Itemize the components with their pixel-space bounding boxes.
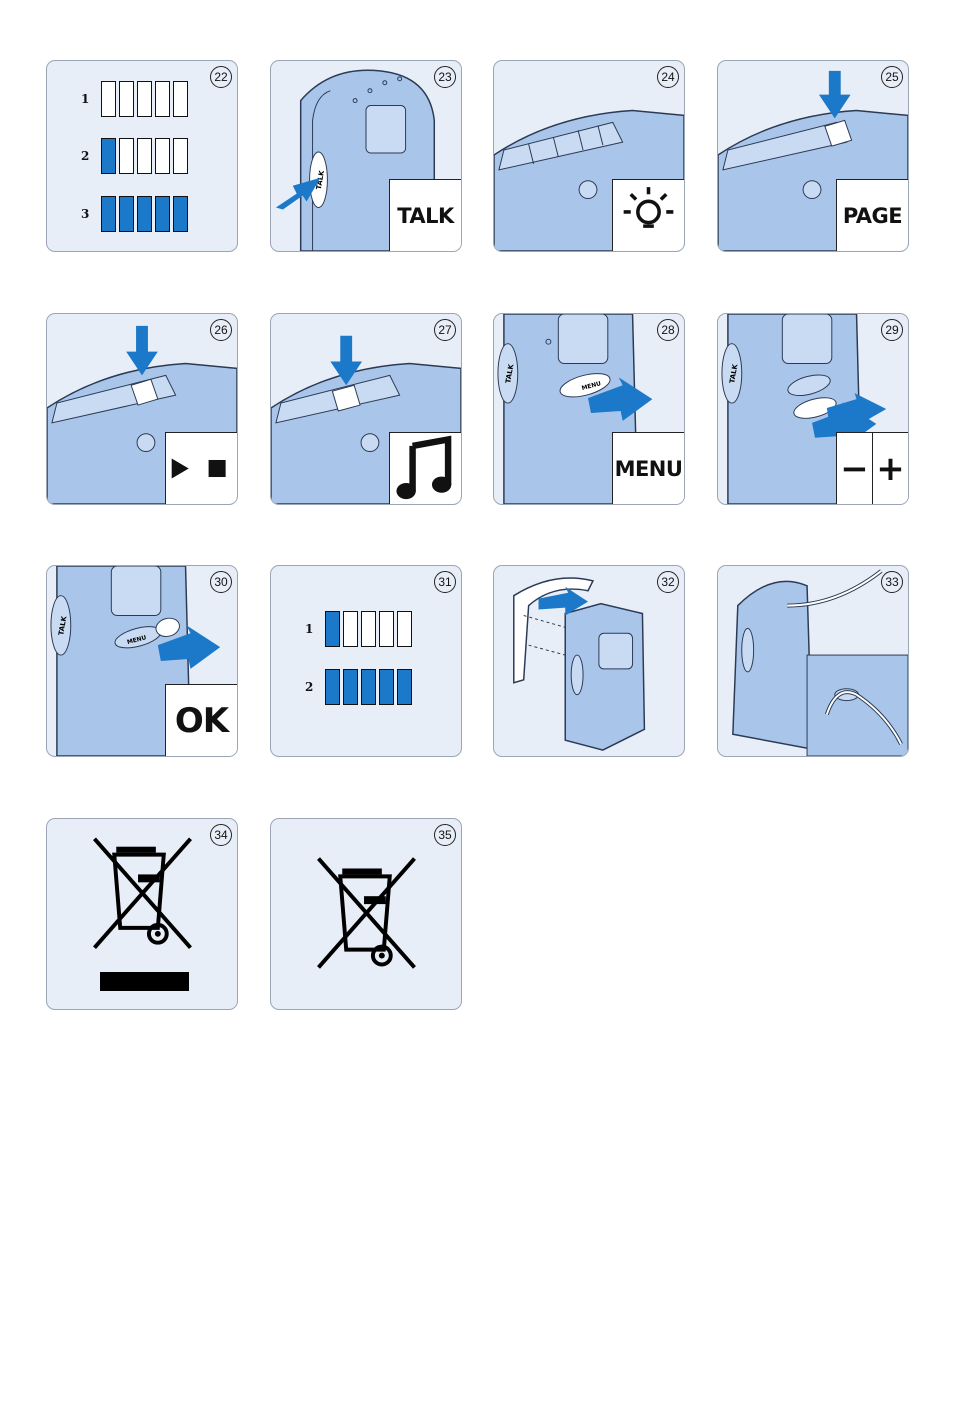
parent-unit-front-illustration: TALK MENU: [50, 566, 221, 756]
battery-segment: [173, 81, 188, 117]
panel-23: 23 TALK TALK: [270, 60, 462, 252]
panel-24: 24: [493, 60, 685, 252]
level-number: 1: [81, 92, 90, 106]
panel-27: 27: [270, 313, 462, 505]
battery-segment: [379, 611, 394, 647]
battery-segment: [155, 196, 170, 232]
svg-text:MENU: MENU: [581, 380, 602, 392]
level-number: 2: [81, 149, 90, 163]
battery-segment: [361, 611, 376, 647]
battery-segment: [343, 611, 358, 647]
panel-25: 25 PAGE: [717, 60, 909, 252]
crossed-out-wheelie-bin-icon: [93, 837, 192, 949]
panel-22: 22 1 2 3: [46, 60, 238, 252]
battery-level-row: 3: [81, 196, 191, 232]
panel-26: 26: [46, 313, 238, 505]
battery-segment: [101, 138, 116, 174]
panel-32: 32: [493, 565, 685, 757]
crossed-out-wheelie-bin-icon: [317, 857, 416, 969]
battery-segment: [397, 611, 412, 647]
step-number: 35: [434, 824, 456, 846]
step-number: 28: [657, 319, 679, 341]
panel-30: 30 TALK MENU OK: [46, 565, 238, 757]
belt-clip-illustration: [513, 577, 646, 751]
battery-segment: [101, 196, 116, 232]
battery-segment: [101, 81, 116, 117]
level-number: 3: [81, 207, 90, 221]
battery-segment: [137, 196, 152, 232]
battery-segment: [155, 138, 170, 174]
battery-level-row: 2: [305, 669, 415, 705]
parent-unit-front-illustration: TALK: [721, 314, 887, 504]
svg-text:TALK: TALK: [57, 615, 68, 636]
battery-segment: [137, 81, 152, 117]
step-number: 29: [881, 319, 903, 341]
parent-unit-front-illustration: TALK MENU: [497, 314, 653, 504]
panel-29: 29 TALK − +: [717, 313, 909, 505]
step-number: 22: [210, 66, 232, 88]
panel-28: 28 TALK MENU MENU: [493, 313, 685, 505]
battery-segment: [343, 669, 358, 705]
play-stop-icon: [165, 432, 237, 504]
page-button-label: PAGE: [836, 179, 908, 251]
battery-level-row: 2: [81, 138, 191, 174]
svg-text:TALK: TALK: [728, 363, 739, 384]
music-note-icon: [389, 432, 461, 504]
battery-segment: [119, 196, 134, 232]
step-number: 24: [657, 66, 679, 88]
panel-34: 34: [46, 818, 238, 1010]
level-number: 1: [305, 622, 314, 636]
battery-segment: [173, 138, 188, 174]
battery-segment: [119, 81, 134, 117]
step-number: 34: [210, 824, 232, 846]
menu-button-label: MENU: [612, 432, 684, 504]
step-number: 32: [657, 571, 679, 593]
night-light-icon: [612, 179, 684, 251]
battery-segment: [325, 669, 340, 705]
battery-segment: [361, 669, 376, 705]
panel-35: 35: [270, 818, 462, 1010]
battery-level-row: 1: [81, 81, 191, 117]
separate-collection-bar: [100, 972, 189, 991]
panel-31: 31 1 2: [270, 565, 462, 757]
step-number: 33: [881, 571, 903, 593]
battery-level-row: 1: [305, 611, 415, 647]
step-number: 30: [210, 571, 232, 593]
svg-text:TALK: TALK: [504, 363, 515, 384]
level-number: 2: [305, 680, 314, 694]
minus-icon: −: [837, 433, 873, 504]
minus-plus-buttons-label: − +: [836, 432, 908, 504]
step-number: 23: [434, 66, 456, 88]
svg-text:TALK: TALK: [315, 169, 326, 190]
ok-button-label: OK: [165, 684, 237, 756]
battery-segment: [397, 669, 412, 705]
plus-icon: +: [876, 448, 905, 489]
battery-segment: [173, 196, 188, 232]
step-number: 31: [434, 571, 456, 593]
battery-segment: [155, 81, 170, 117]
step-number: 25: [881, 66, 903, 88]
step-number: 26: [210, 319, 232, 341]
battery-segment: [137, 138, 152, 174]
battery-segment: [325, 611, 340, 647]
svg-text:MENU: MENU: [126, 634, 147, 646]
neck-cord-illustration: [732, 569, 908, 756]
step-number: 27: [434, 319, 456, 341]
talk-button-label: TALK: [389, 179, 461, 251]
battery-segment: [119, 138, 134, 174]
battery-segment: [379, 669, 394, 705]
panel-33: 33: [717, 565, 909, 757]
